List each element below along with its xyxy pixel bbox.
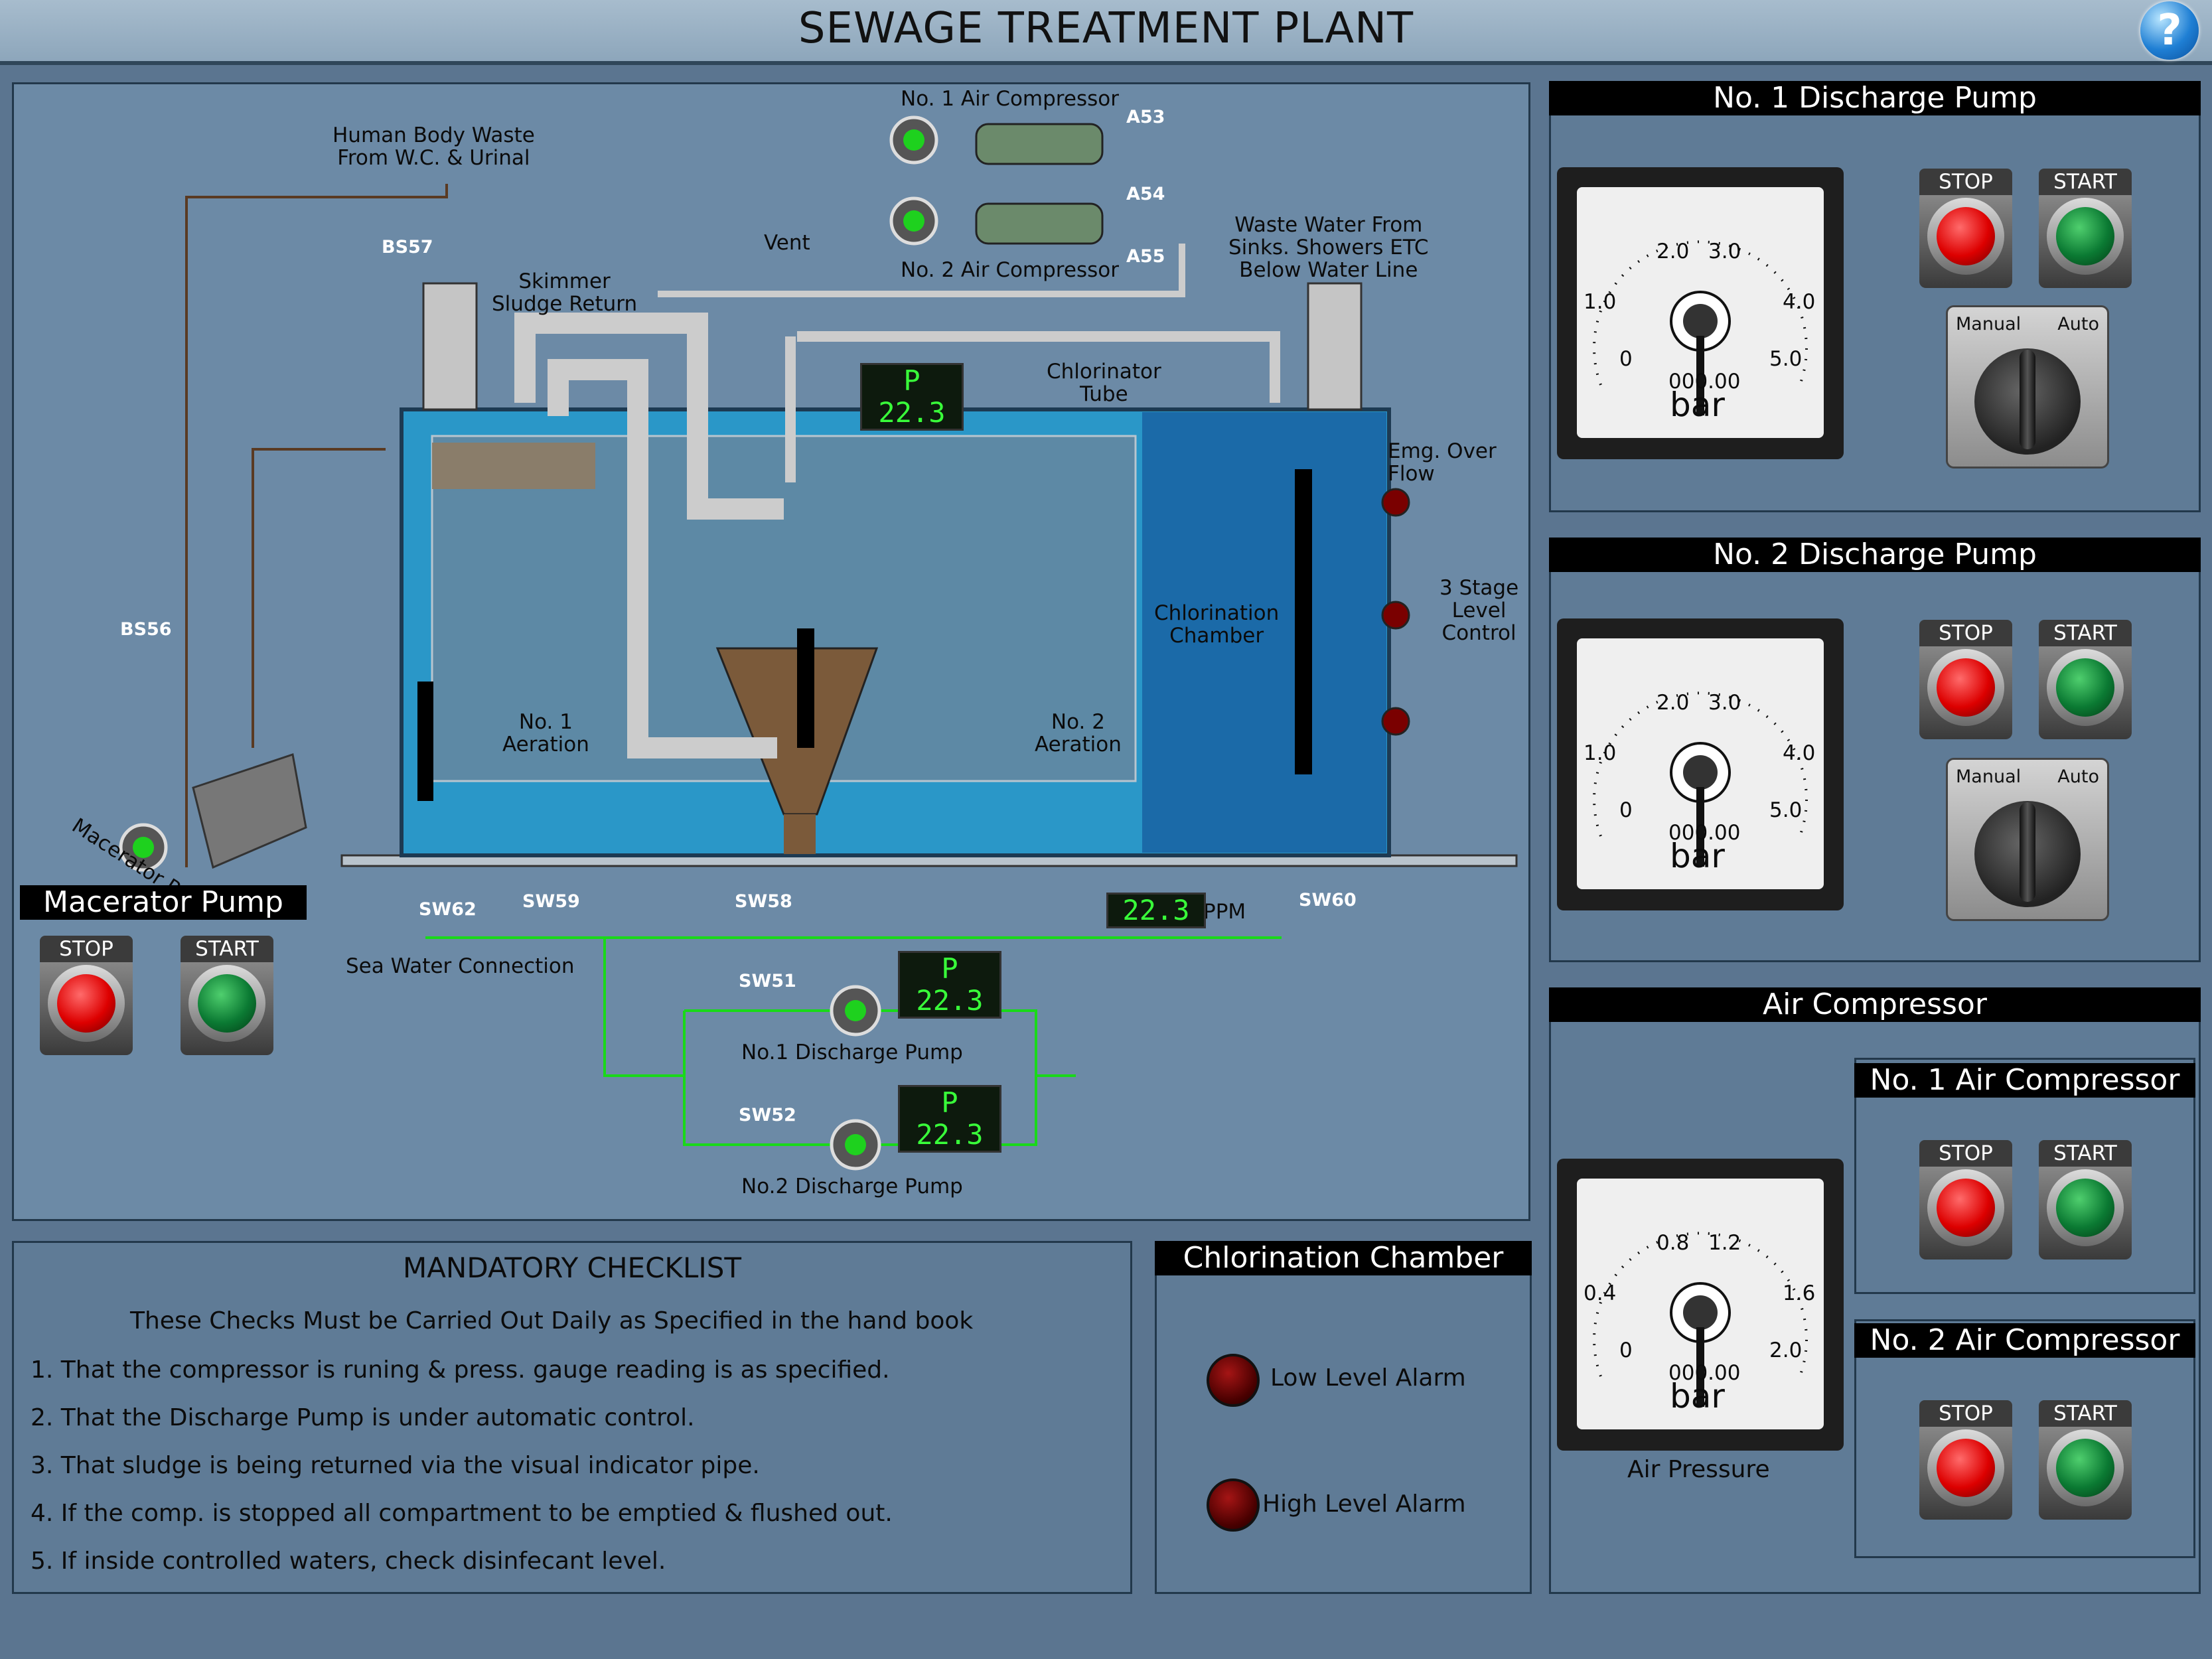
valve-a53[interactable]: A53: [1126, 107, 1165, 127]
checklist-subtitle: These Checks Must be Carried Out Daily a…: [130, 1307, 974, 1334]
label-no1-discharge: No.1 Discharge Pump: [741, 1041, 963, 1064]
header-bar: SEWAGE TREATMENT PLANT ?: [0, 0, 2212, 65]
air-pressure-label: Air Pressure: [1627, 1456, 1770, 1483]
label-no2-air-compressor: No. 2 Air Compressor: [901, 258, 1119, 282]
valve-bs56[interactable]: BS56: [120, 619, 172, 640]
checklist-item: 1. That the compressor is runing & press…: [31, 1356, 890, 1384]
air-compressor-title: Air Compressor: [1549, 987, 2201, 1022]
chlorination-title: Chlorination Chamber: [1155, 1241, 1532, 1275]
chlorination-panel: [1155, 1241, 1532, 1594]
low-level-alarm-lamp: [1207, 1354, 1260, 1407]
macerator-start-button[interactable]: START: [181, 936, 273, 1055]
label-ppm: PPM: [1203, 900, 1246, 924]
gauge-face: [1577, 187, 1824, 438]
high-level-alarm-label: High Level Alarm: [1262, 1490, 1466, 1518]
label-chlorination-chamber: Chlorination Chamber: [1154, 601, 1280, 648]
checklist-item: 3. That sludge is being returned via the…: [31, 1452, 760, 1479]
checklist-item: 2. That the Discharge Pump is under auto…: [31, 1404, 695, 1431]
checklist-panel: [12, 1241, 1132, 1594]
air-compressor-2-title: No. 2 Air Compressor: [1854, 1323, 2195, 1358]
label-no2-discharge: No.2 Discharge Pump: [741, 1175, 963, 1198]
air-compressor-1-title: No. 1 Air Compressor: [1854, 1063, 2195, 1098]
high-level-alarm-lamp: [1207, 1479, 1260, 1532]
valve-a55[interactable]: A55: [1126, 246, 1165, 267]
low-level-alarm-label: Low Level Alarm: [1270, 1364, 1466, 1392]
pump1-pressure-display: P 22.3: [898, 951, 1001, 1019]
discharge-pump-2-title: No. 2 Discharge Pump: [1549, 538, 2201, 572]
valve-bs57[interactable]: BS57: [382, 237, 433, 257]
macerator-pump-title: Macerator Pump: [20, 885, 307, 920]
discharge-pump-2-stop-button[interactable]: STOP: [1919, 620, 2012, 739]
air-compressor-2-start-button[interactable]: START: [2039, 1400, 2132, 1520]
air-compressor-2-stop-button[interactable]: STOP: [1919, 1400, 2012, 1520]
gauge-face: [1577, 1179, 1824, 1429]
label-chlorinator-tube: Chlorinator Tube: [1047, 360, 1161, 406]
label-waste-water: Waste Water From Sinks. Showers ETC Belo…: [1228, 213, 1429, 282]
label-no2-aeration: No. 2 Aeration: [1035, 710, 1122, 757]
pump2-pressure-display: P 22.3: [898, 1085, 1001, 1153]
valve-sw58[interactable]: SW58: [735, 891, 792, 912]
air-compressor-1-start-button[interactable]: START: [2039, 1140, 2132, 1260]
label-stage-level: 3 Stage Level Control: [1439, 576, 1519, 645]
checklist-item: 5. If inside controlled waters, check di…: [31, 1548, 666, 1575]
discharge-pump-2-start-button[interactable]: START: [2039, 620, 2132, 739]
air-compressor-2-panel: [1854, 1319, 2195, 1558]
label-vent: Vent: [764, 231, 810, 255]
discharge-pump-1-pressure-gauge: 0 1.0 2.0 3.0 4.0 5.0 000.00 bar: [1557, 167, 1844, 459]
label-sea-water: Sea Water Connection: [346, 954, 575, 978]
valve-sw62[interactable]: SW62: [419, 899, 477, 920]
macerator-stop-button[interactable]: STOP: [40, 936, 133, 1055]
label-no1-air-compressor: No. 1 Air Compressor: [901, 87, 1119, 111]
label-human-waste: Human Body Waste From W.C. & Urinal: [332, 123, 535, 170]
valve-sw59[interactable]: SW59: [522, 891, 580, 912]
valve-sw60[interactable]: SW60: [1299, 890, 1357, 910]
gauge-face: [1577, 638, 1824, 889]
air-pressure-gauge: 0 0.4 0.8 1.2 1.6 2.0 000.00 bar: [1557, 1159, 1844, 1451]
valve-a54[interactable]: A54: [1126, 184, 1165, 204]
valve-sw52[interactable]: SW52: [739, 1105, 796, 1125]
discharge-pump-1-stop-button[interactable]: STOP: [1919, 169, 2012, 288]
valve-sw51[interactable]: SW51: [739, 971, 796, 991]
schematic-panel: Human Body Waste From W.C. & Urinal No. …: [12, 82, 1530, 1221]
discharge-pump-2-pressure-gauge: 0 1.0 2.0 3.0 4.0 5.0 000.00 bar: [1557, 618, 1844, 910]
label-no1-aeration: No. 1 Aeration: [502, 710, 589, 757]
label-emg-overflow: Emg. Over Flow: [1388, 439, 1497, 486]
discharge-pump-1-start-button[interactable]: START: [2039, 169, 2132, 288]
tank-pressure-display: P 22.3: [860, 363, 964, 431]
discharge-pump-1-title: No. 1 Discharge Pump: [1549, 81, 2201, 115]
help-icon[interactable]: ?: [2140, 1, 2199, 60]
checklist-title: MANDATORY CHECKLIST: [402, 1252, 742, 1284]
page-title: SEWAGE TREATMENT PLANT: [798, 4, 1414, 53]
checklist-item: 4. If the comp. is stopped all compartme…: [31, 1500, 893, 1527]
air-compressor-1-stop-button[interactable]: STOP: [1919, 1140, 2012, 1260]
plant-schematic: [119, 115, 1518, 1171]
label-skimmer: Skimmer Sludge Return: [492, 269, 638, 316]
ppm-display: 22.3: [1106, 893, 1206, 928]
